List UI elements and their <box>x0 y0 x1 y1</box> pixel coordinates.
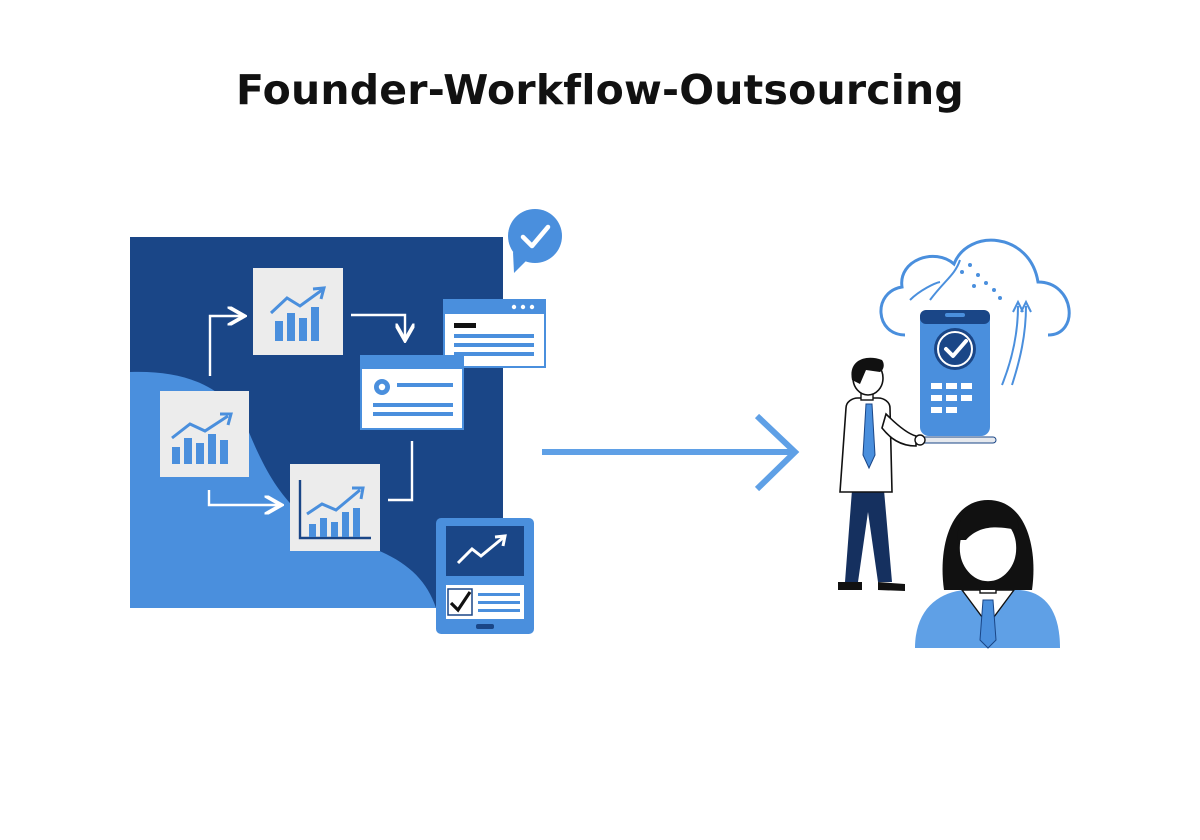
phone-check-icon <box>917 310 997 444</box>
axes-chart-card-icon <box>290 464 380 551</box>
tablet-checklist-icon <box>436 518 534 634</box>
connector-arrow <box>351 313 405 338</box>
profile-card-icon <box>360 355 464 430</box>
arrow-right-icon <box>542 413 800 492</box>
check-speech-bubble-icon <box>508 209 562 273</box>
browser-window-icon <box>443 299 546 368</box>
cloud-icon <box>879 238 1071 386</box>
connector-line <box>388 441 414 502</box>
page-title: Founder-Workflow-Outsourcing <box>236 66 964 114</box>
bar-chart-card-icon <box>253 268 343 355</box>
connector-arrow <box>208 316 242 376</box>
line-chart-card-icon <box>160 391 249 477</box>
workflow-panel <box>130 209 562 634</box>
businesswoman-icon <box>915 500 1060 649</box>
businessman-icon <box>838 357 926 591</box>
connector-arrow <box>207 490 279 505</box>
